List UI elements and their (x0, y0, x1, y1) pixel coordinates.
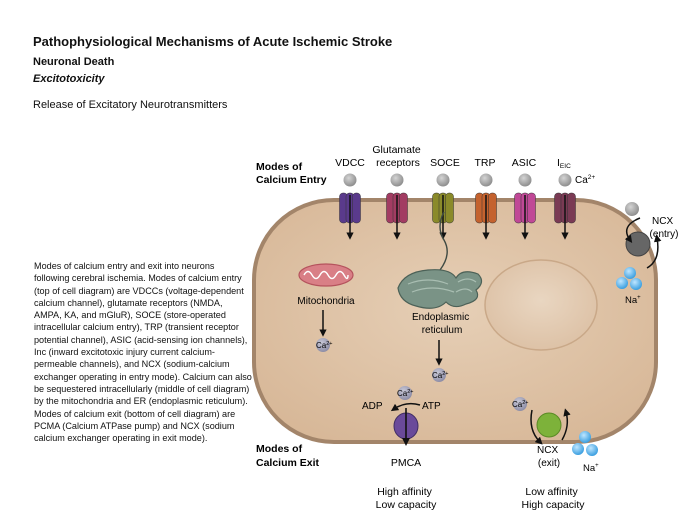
atp-label: ATP (422, 401, 441, 412)
ncx-entry-arrow-na (646, 234, 662, 269)
adp-label: ADP (362, 401, 383, 412)
ncx-exit-label: NCX (exit) (537, 445, 561, 469)
atp-arrow (390, 402, 421, 412)
ncx-entry-arrow-in (624, 217, 641, 244)
er-label: Endoplasmic reticulum (412, 312, 472, 336)
channel-label-soce: SOCE (430, 157, 460, 169)
ca-ion-ncx-entry (625, 202, 639, 216)
channel-glutamate (386, 173, 408, 240)
na-ion (572, 443, 584, 455)
na-ion (616, 277, 628, 289)
entry-heading: Modes of Calcium Entry (256, 161, 327, 186)
exit-heading: Modes of Calcium Exit (256, 443, 320, 469)
na-ion (624, 267, 636, 279)
ca-ion (390, 173, 404, 187)
subsection-heading: Excitotoxicity (33, 73, 105, 85)
ca-label-er: Ca2+ (432, 371, 449, 380)
ncx-exit-arrow-in (561, 408, 571, 441)
ca-ion (436, 173, 450, 187)
ca-ion (479, 173, 493, 187)
section-heading: Neuronal Death (33, 56, 115, 68)
channel-asic (514, 173, 536, 240)
channel-label-vddc: VDCC (335, 157, 365, 169)
ncx-entry-label: NCX (entry) (650, 216, 679, 240)
page-title: Pathophysiological Mechanisms of Acute I… (33, 34, 393, 49)
channel-vdcc (339, 173, 361, 240)
ncx-properties: Low affinity High capacity (521, 486, 585, 511)
na-label-exit: Na+ (583, 463, 599, 474)
ca-ion (343, 173, 357, 187)
na-ion (579, 431, 591, 443)
ca-ion (518, 173, 532, 187)
endoplasmic-reticulum (397, 211, 483, 309)
figure-description: Modes of calcium entry and exit into neu… (34, 261, 252, 444)
ca-ion (558, 173, 572, 187)
na-label-entry: Na+ (625, 295, 641, 306)
mitochondrion (298, 263, 354, 287)
channel-label-ieic: IEIC (557, 157, 571, 170)
ca-label-pmca: Ca2+ (397, 389, 414, 398)
ca-label-mito: Ca2+ (316, 341, 333, 350)
ca-label-ncx-exit: Ca2+ (512, 400, 529, 409)
channel-label-glutamate: Glutamate receptors (372, 144, 423, 169)
channel-trp (475, 173, 497, 240)
channel-label-trp: TRP (475, 157, 496, 169)
ca-ion-pmca (398, 386, 412, 400)
pmca-properties: High affinity Low capacity (376, 486, 437, 511)
mitochondria-label: Mitochondria (297, 296, 355, 307)
ca-ion-er (432, 368, 446, 382)
ncx-exit-transporter (536, 412, 562, 438)
na-ion (586, 444, 598, 456)
pmca-label: PMCA (391, 457, 421, 469)
ncx-exit-arrow-out (530, 409, 543, 445)
ca-ion-ncx-exit (513, 397, 527, 411)
ca-label-top: Ca2+ (575, 174, 595, 186)
nucleus (484, 259, 598, 351)
na-ion (630, 278, 642, 290)
diagram-subtitle: Release of Excitatory Neurotransmitters (33, 99, 228, 111)
ca-ion-mito (316, 338, 330, 352)
neuron-cell-body (252, 198, 658, 444)
channel-label-asic: ASIC (512, 157, 537, 169)
channel-soce (432, 173, 454, 240)
channel-ieic (554, 173, 576, 240)
ncx-entry-transporter (625, 231, 651, 257)
